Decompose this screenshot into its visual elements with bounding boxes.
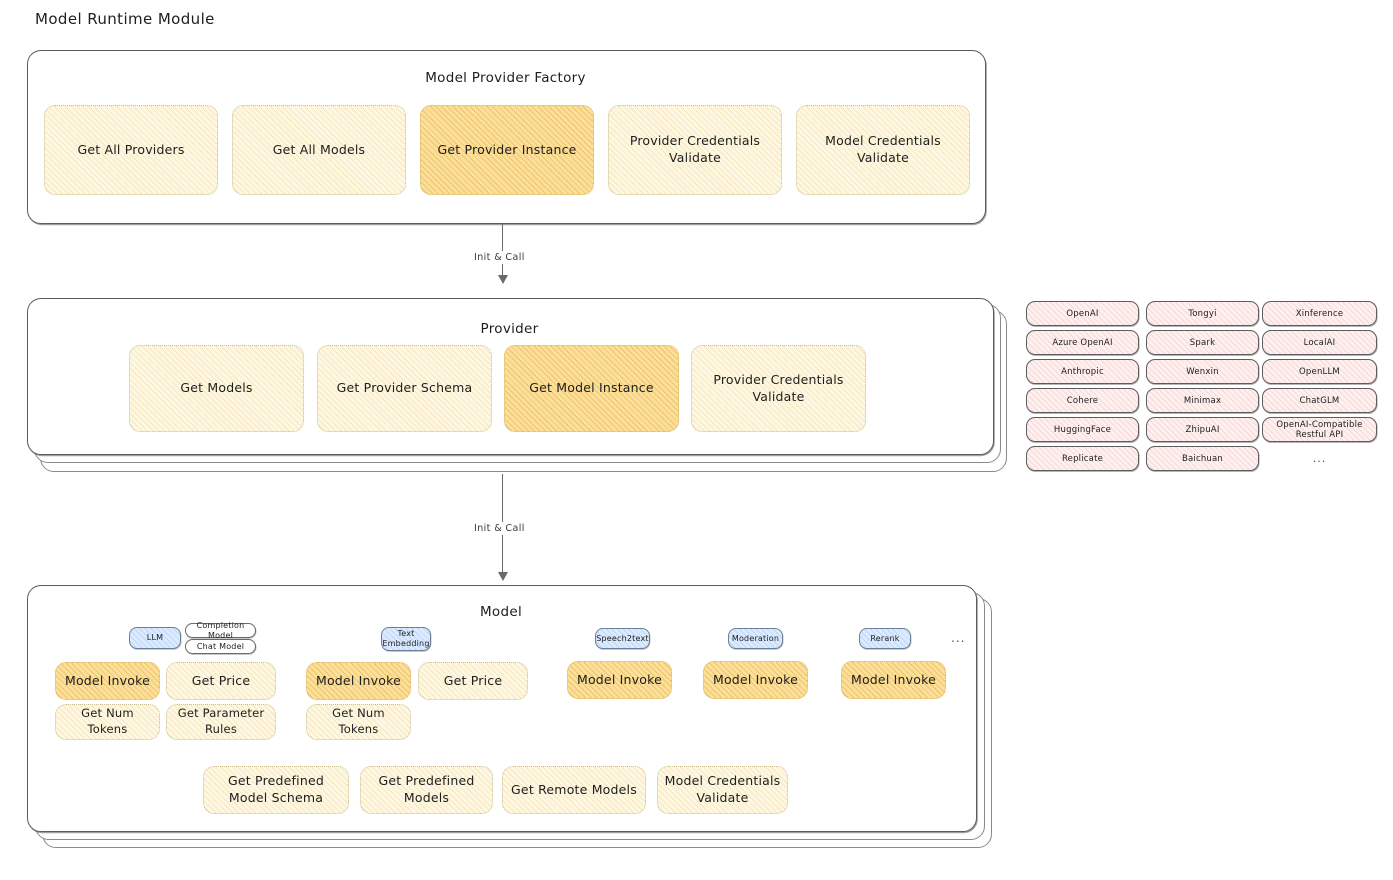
- provider-method-provider-credentials-validate[interactable]: Provider Credentials Validate: [691, 345, 866, 432]
- provider-tag-tongyi[interactable]: Tongyi: [1146, 301, 1259, 326]
- model-title: Model: [479, 604, 523, 620]
- model-type-badge-text-embedding[interactable]: Text Embedding: [381, 627, 431, 651]
- llm-method-get-num-tokens[interactable]: Get Num Tokens: [55, 704, 160, 740]
- text-embedding-method-get-num-tokens[interactable]: Get Num Tokens: [306, 704, 411, 740]
- provider-list-ellipsis: ...: [1312, 452, 1327, 465]
- provider-tag-openllm[interactable]: OpenLLM: [1262, 359, 1377, 384]
- provider-tag-zhipuai[interactable]: ZhipuAI: [1146, 417, 1259, 442]
- model-subtype-badge-completion-model[interactable]: Completion Model: [185, 621, 256, 640]
- provider-tag-minimax[interactable]: Minimax: [1146, 388, 1259, 413]
- provider-title: Provider: [480, 321, 539, 337]
- provider-tag-wenxin[interactable]: Wenxin: [1146, 359, 1259, 384]
- provider-tag-localai[interactable]: LocalAI: [1262, 330, 1377, 355]
- llm-method-get-price[interactable]: Get Price: [166, 662, 276, 700]
- factory-method-get-provider-instance[interactable]: Get Provider Instance: [420, 105, 594, 195]
- provider-tag-azure-openai[interactable]: Azure OpenAI: [1026, 330, 1139, 355]
- provider-tag-anthropic[interactable]: Anthropic: [1026, 359, 1139, 384]
- arrow-provider-to-model-label: Init & Call: [470, 522, 529, 535]
- provider-tag-replicate[interactable]: Replicate: [1026, 446, 1139, 471]
- model-type-badge-llm[interactable]: LLM: [129, 627, 181, 649]
- model-common-method-model-credentials-validate[interactable]: Model Credentials Validate: [657, 766, 788, 814]
- text-embedding-method-get-price[interactable]: Get Price: [418, 662, 528, 700]
- arrow-factory-to-provider-head: [498, 275, 508, 284]
- rerank-method-model-invoke[interactable]: Model Invoke: [841, 661, 946, 699]
- factory-method-model-credentials-validate[interactable]: Model Credentials Validate: [796, 105, 970, 195]
- provider-tag-huggingface[interactable]: HuggingFace: [1026, 417, 1139, 442]
- moderation-method-model-invoke[interactable]: Model Invoke: [703, 661, 808, 699]
- provider-method-get-model-instance[interactable]: Get Model Instance: [504, 345, 679, 432]
- arrow-factory-to-provider-label: Init & Call: [470, 251, 529, 264]
- provider-tag-cohere[interactable]: Cohere: [1026, 388, 1139, 413]
- provider-method-get-provider-schema[interactable]: Get Provider Schema: [317, 345, 492, 432]
- provider-tag-spark[interactable]: Spark: [1146, 330, 1259, 355]
- factory-method-get-all-providers[interactable]: Get All Providers: [44, 105, 218, 195]
- llm-method-get-parameter-rules[interactable]: Get Parameter Rules: [166, 704, 276, 740]
- speech2text-method-model-invoke[interactable]: Model Invoke: [567, 661, 672, 699]
- page-title: Model Runtime Module: [35, 10, 215, 28]
- model-provider-factory-title: Model Provider Factory: [425, 70, 586, 86]
- model-type-badge-rerank[interactable]: Rerank: [859, 628, 911, 649]
- model-common-method-get-predefined-models[interactable]: Get Predefined Models: [360, 766, 493, 814]
- model-type-badge-moderation[interactable]: Moderation: [728, 628, 783, 649]
- factory-method-provider-credentials-validate[interactable]: Provider Credentials Validate: [608, 105, 782, 195]
- model-types-ellipsis: ...: [951, 631, 966, 645]
- provider-method-get-models[interactable]: Get Models: [129, 345, 304, 432]
- arrow-provider-to-model-head: [498, 572, 508, 581]
- text-embedding-method-model-invoke[interactable]: Model Invoke: [306, 662, 411, 700]
- model-common-method-get-predefined-model-schema[interactable]: Get Predefined Model Schema: [203, 766, 349, 814]
- provider-tag-baichuan[interactable]: Baichuan: [1146, 446, 1259, 471]
- model-subtype-badge-chat-model[interactable]: Chat Model: [185, 639, 256, 654]
- provider-tag-xinference[interactable]: Xinference: [1262, 301, 1377, 326]
- model-common-method-get-remote-models[interactable]: Get Remote Models: [502, 766, 646, 814]
- provider-tag-chatglm[interactable]: ChatGLM: [1262, 388, 1377, 413]
- llm-method-model-invoke[interactable]: Model Invoke: [55, 662, 160, 700]
- factory-method-get-all-models[interactable]: Get All Models: [232, 105, 406, 195]
- provider-tag-openai-compatible-restful-api[interactable]: OpenAI-Compatible Restful API: [1262, 417, 1377, 442]
- model-type-badge-speech2text[interactable]: Speech2text: [595, 628, 650, 649]
- provider-tag-openai[interactable]: OpenAI: [1026, 301, 1139, 326]
